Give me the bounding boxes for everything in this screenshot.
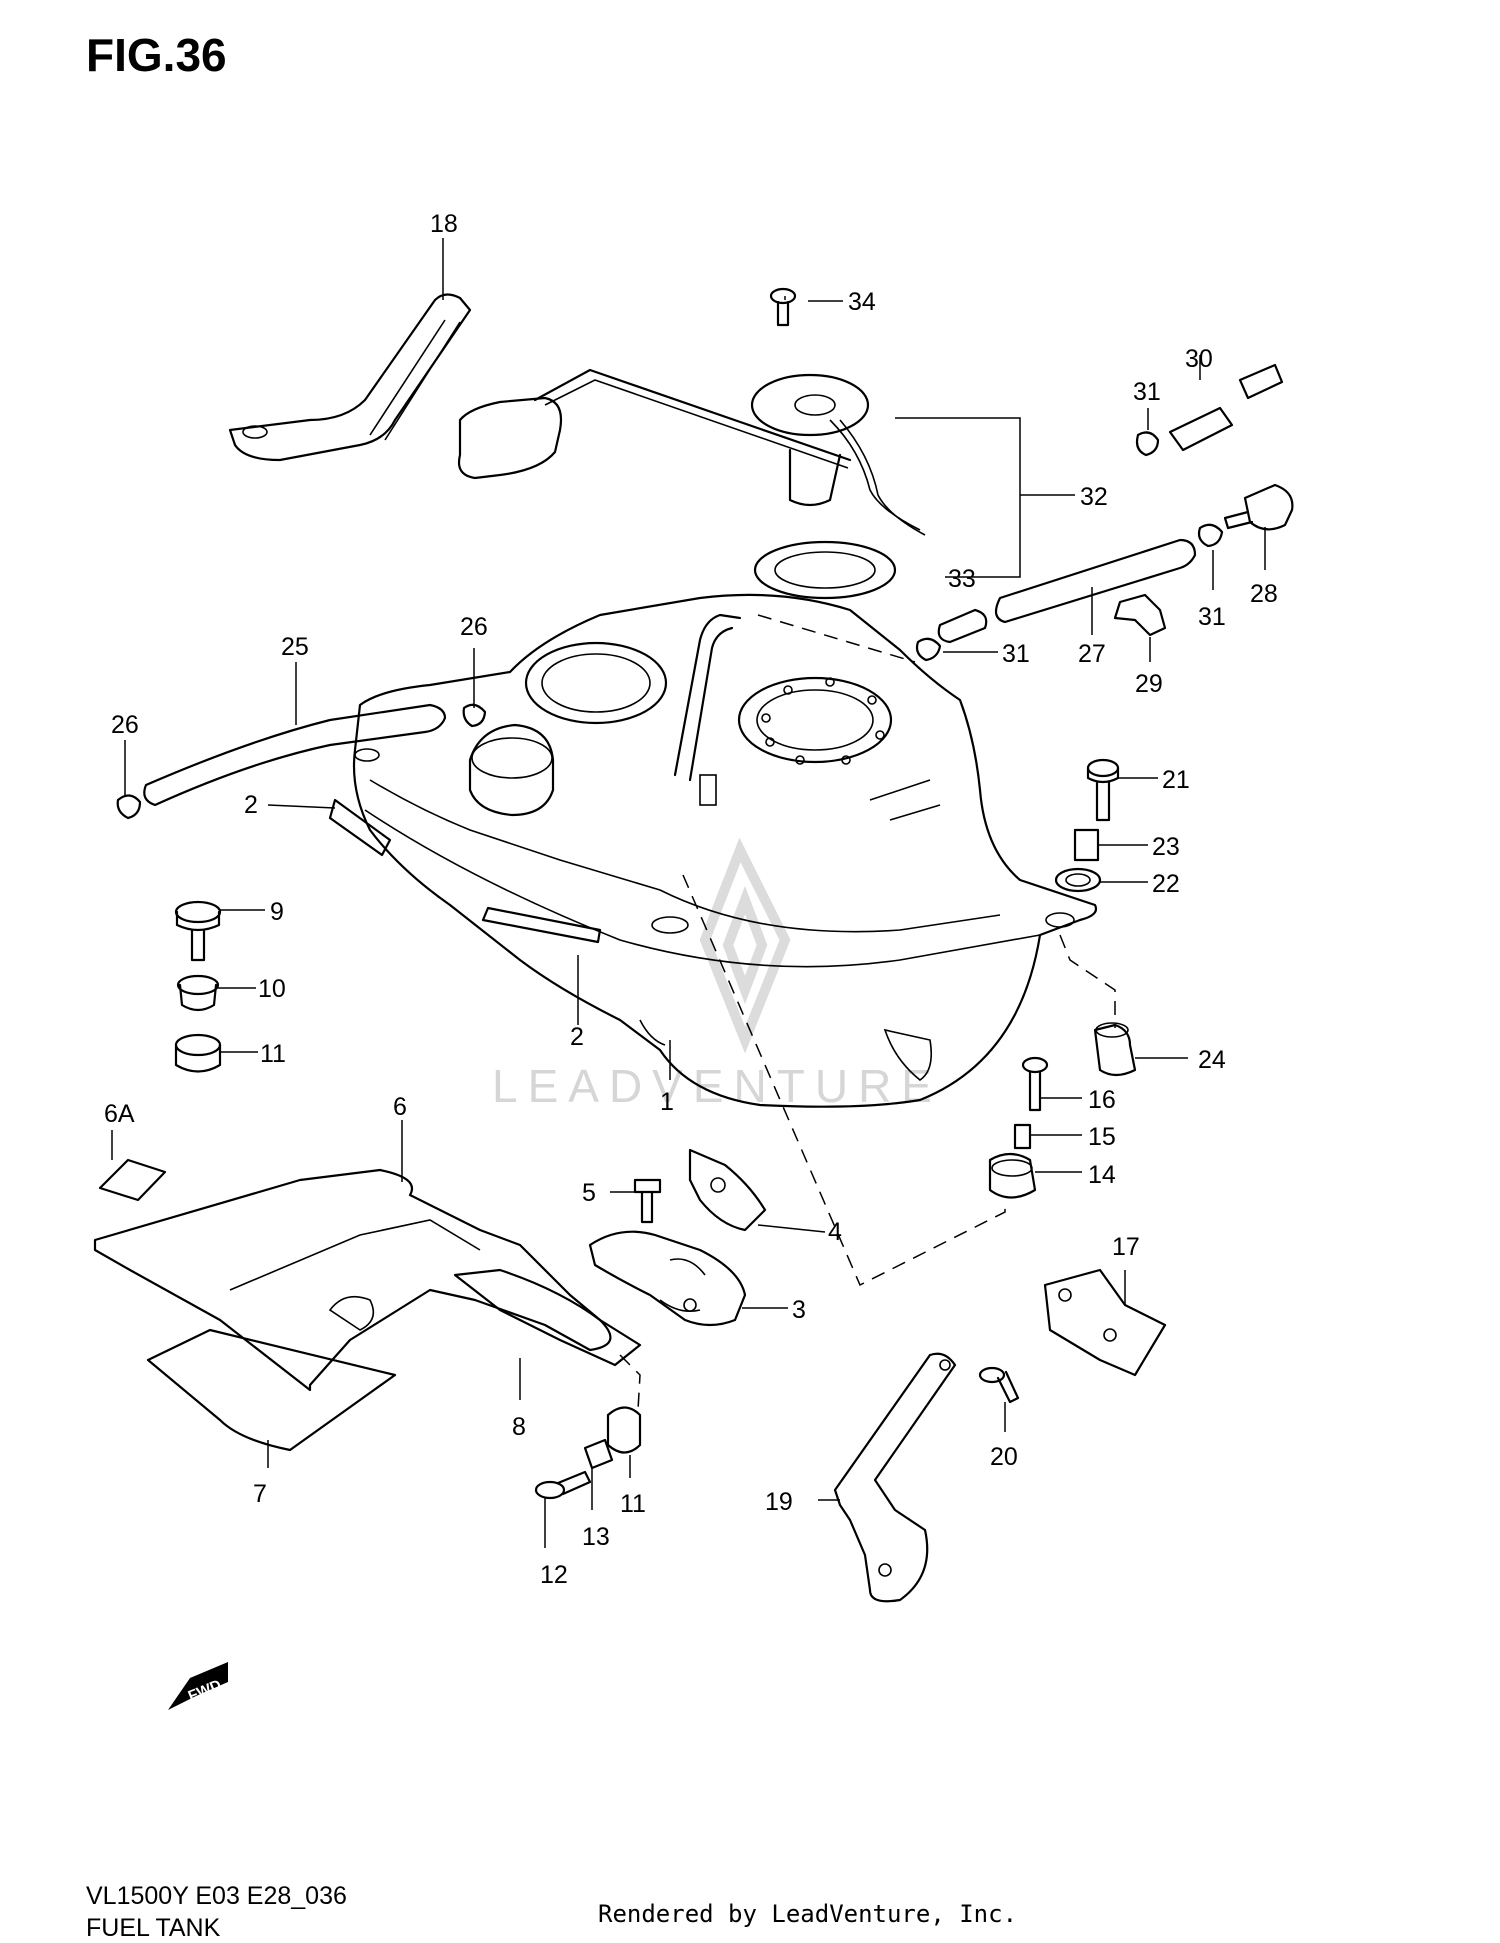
callout-labels: 1 2 2 3 4 5 6 6A 7 8 9 10 11 11 12 13 14… xyxy=(104,210,1278,1589)
model-code: VL1500Y E03 E28_036 xyxy=(86,1882,347,1910)
gasket-33 xyxy=(753,540,897,600)
callout-2-lower: 2 xyxy=(570,1023,584,1051)
callout-4: 4 xyxy=(828,1218,842,1246)
watermark-text: LEADVENTURE xyxy=(492,1060,942,1112)
callout-7: 7 xyxy=(253,1480,267,1508)
label-sheet-6a xyxy=(98,1158,167,1202)
callout-30: 30 xyxy=(1185,345,1213,373)
plate-4 xyxy=(688,1148,767,1232)
grommet-22 xyxy=(1054,867,1102,893)
clamp-29 xyxy=(1113,593,1167,637)
hose-27 xyxy=(994,538,1197,624)
callout-23: 23 xyxy=(1152,833,1180,861)
callout-9: 9 xyxy=(270,898,284,926)
collar-23 xyxy=(1073,828,1100,862)
callout-31-right: 31 xyxy=(1198,603,1226,631)
callout-1: 1 xyxy=(660,1088,674,1116)
callout-6a: 6A xyxy=(104,1100,135,1128)
cushion-24 xyxy=(1093,1022,1137,1077)
bracket-17 xyxy=(1043,1268,1167,1377)
bolt-16 xyxy=(1021,1056,1049,1112)
callout-19: 19 xyxy=(765,1488,793,1516)
cushion-14 xyxy=(988,1152,1037,1199)
figure-label: FIG.36 xyxy=(86,29,227,81)
collar-10 xyxy=(176,974,220,1012)
bracket-19 xyxy=(833,1352,957,1603)
collar-13 xyxy=(583,1438,614,1470)
callout-3: 3 xyxy=(792,1296,806,1324)
insulator-7 xyxy=(146,1328,397,1452)
callout-15: 15 xyxy=(1088,1123,1116,1151)
callout-22: 22 xyxy=(1152,870,1180,898)
clamp-26-left xyxy=(116,794,142,820)
callout-2-upper: 2 xyxy=(244,791,258,819)
clamp-31-right xyxy=(1197,523,1224,548)
callout-20: 20 xyxy=(990,1443,1018,1471)
callout-16: 16 xyxy=(1088,1086,1116,1114)
callout-8: 8 xyxy=(512,1413,526,1441)
callout-10: 10 xyxy=(258,975,286,1003)
valve-28 xyxy=(1223,483,1294,531)
callout-27: 27 xyxy=(1078,640,1106,668)
bolt-12 xyxy=(534,1470,592,1500)
callout-26-right: 26 xyxy=(460,613,488,641)
callout-11-upper: 11 xyxy=(260,1040,286,1068)
callout-6: 6 xyxy=(393,1093,407,1121)
forward-direction-badge: FWD xyxy=(168,1662,228,1710)
leader-lines xyxy=(111,238,1266,1548)
cushion-11-lower xyxy=(606,1406,642,1454)
callout-14: 14 xyxy=(1088,1161,1116,1189)
callout-31-top: 31 xyxy=(1133,378,1161,406)
callout-31-mid: 31 xyxy=(1002,640,1030,668)
shield-8 xyxy=(453,1268,642,1367)
collar-15 xyxy=(1013,1123,1032,1150)
callout-13: 13 xyxy=(582,1523,610,1551)
clamp-31-mid xyxy=(915,637,942,662)
cushion-11-upper xyxy=(174,1033,222,1073)
callout-28: 28 xyxy=(1250,580,1278,608)
bolt-9 xyxy=(174,900,222,962)
dashed-assembly-lines xyxy=(619,614,1116,1411)
watermark-logo xyxy=(699,837,791,1054)
bracket-3 xyxy=(588,1230,747,1327)
tank-pad-2-lower xyxy=(481,906,602,944)
callout-32: 32 xyxy=(1080,483,1108,511)
callout-24: 24 xyxy=(1198,1046,1226,1074)
fuel-tank xyxy=(352,593,1098,1108)
callout-5: 5 xyxy=(582,1179,596,1207)
clamp-31-top xyxy=(1135,431,1160,457)
bolt-21 xyxy=(1086,758,1120,822)
callout-17: 17 xyxy=(1112,1233,1140,1261)
diagram-title: FUEL TANK xyxy=(86,1914,221,1942)
callout-26-left: 26 xyxy=(111,711,139,739)
callout-29: 29 xyxy=(1135,670,1163,698)
callout-34: 34 xyxy=(848,288,876,316)
callout-12: 12 xyxy=(540,1561,568,1589)
heat-shield-6 xyxy=(93,1168,612,1392)
callout-18: 18 xyxy=(430,210,458,238)
callout-33: 33 xyxy=(948,565,976,593)
fuel-level-sender xyxy=(457,368,852,480)
bolt-34 xyxy=(769,287,797,327)
tank-pad-2-upper xyxy=(328,798,392,857)
bolt-20 xyxy=(978,1366,1020,1404)
fuel-pump-32 xyxy=(750,373,926,536)
callout-11-lower: 11 xyxy=(620,1490,646,1518)
bolt-5 xyxy=(633,1178,662,1224)
callout-21: 21 xyxy=(1162,766,1190,794)
bracket-18 xyxy=(228,293,472,462)
hose-25 xyxy=(143,703,447,807)
hose-30 xyxy=(1168,363,1284,452)
callout-25: 25 xyxy=(281,633,309,661)
rendered-by-credit: Rendered by LeadVenture, Inc. xyxy=(598,1900,1018,1928)
